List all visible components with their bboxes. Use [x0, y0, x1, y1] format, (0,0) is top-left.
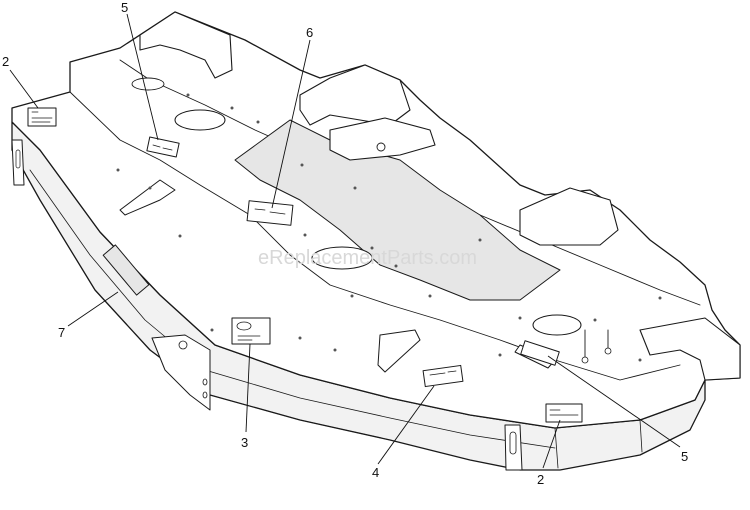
- callout-4: 4: [372, 465, 379, 480]
- callout-5-left: 5: [121, 0, 128, 15]
- callout-3: 3: [241, 435, 248, 450]
- callout-7: 7: [58, 325, 65, 340]
- decal-2-right: [545, 403, 583, 423]
- watermark-text: eReplacementParts.com: [258, 247, 477, 269]
- decal-6: [246, 200, 294, 226]
- side-panels: [11, 139, 523, 471]
- callout-2-left: 2: [2, 54, 9, 69]
- mounting-holes: [116, 93, 662, 362]
- callout-5-right: 5: [681, 449, 688, 464]
- decal-5-right: [520, 340, 560, 366]
- callout-2-right: 2: [537, 472, 544, 487]
- callout-6: 6: [306, 25, 313, 40]
- leader-lines: [9, 13, 681, 469]
- decal-3: [231, 317, 271, 345]
- decal-4: [422, 364, 464, 388]
- decal-7: [102, 244, 150, 296]
- deck-top-plate: [11, 11, 741, 429]
- decal-5-left: [146, 136, 180, 158]
- decal-2-left: [27, 107, 57, 127]
